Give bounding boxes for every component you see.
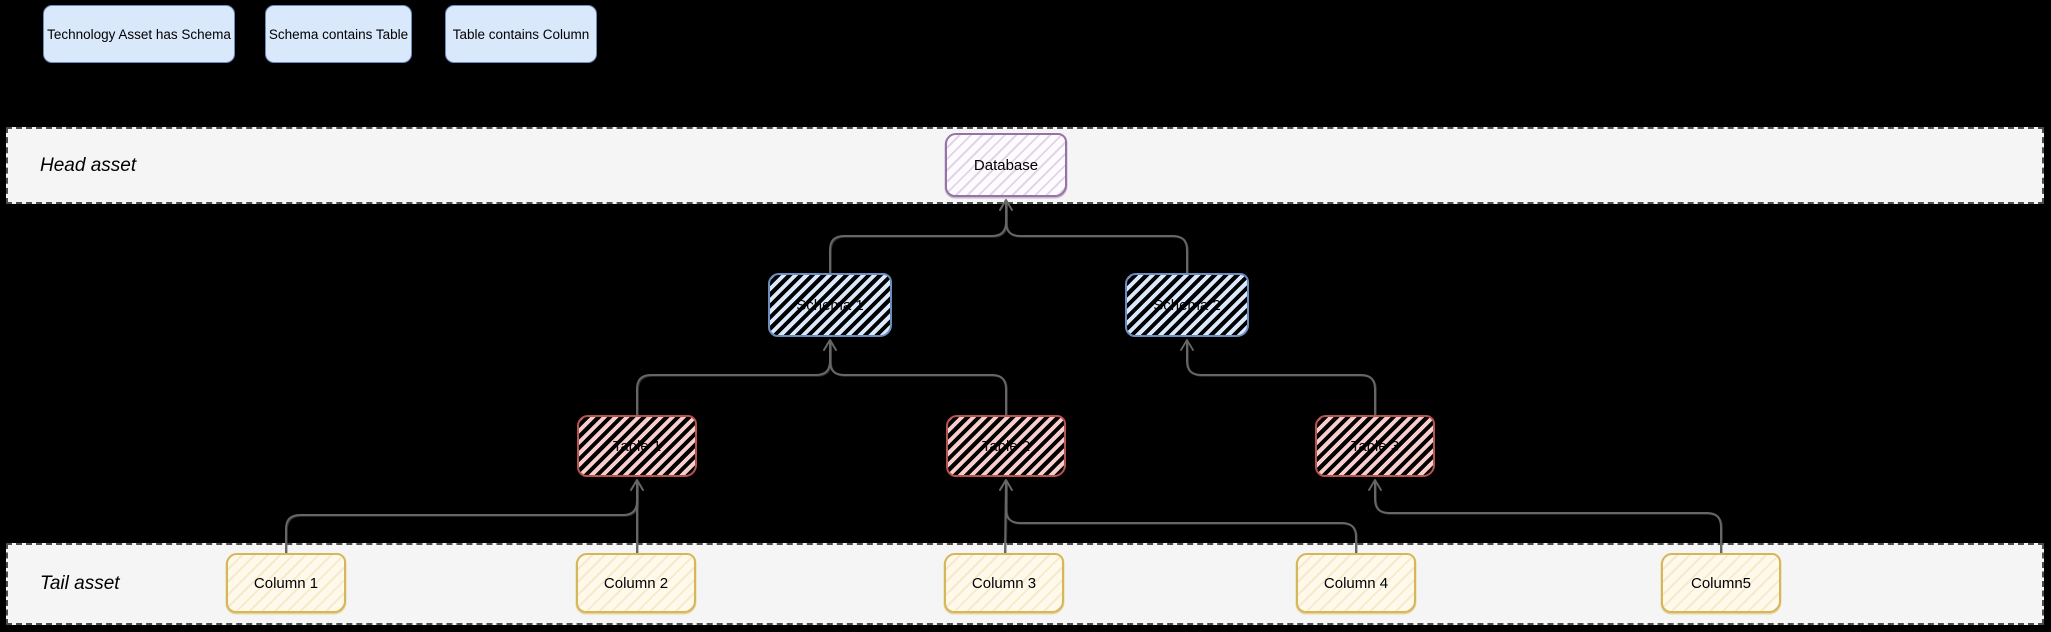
legend-table-contains-column[interactable]: Table contains Column <box>445 5 597 63</box>
legend-schema-contains-table[interactable]: Schema contains Table <box>265 5 412 63</box>
legend-label: Schema contains Table <box>268 26 409 42</box>
node-label: Schema 1 <box>796 296 864 314</box>
edge-schema2-to-database <box>999 199 1189 274</box>
edge-column2-to-table1 <box>630 479 644 554</box>
legend-technology-asset-has-schema[interactable]: Technology Asset has Schema <box>43 5 235 63</box>
node-label: Column5 <box>1690 574 1752 592</box>
node-column-3[interactable]: Column 3 <box>944 553 1064 613</box>
node-column-4[interactable]: Column 4 <box>1296 553 1416 613</box>
node-column-2[interactable]: Column 2 <box>576 553 696 613</box>
edge-schema1-to-database <box>829 199 1013 274</box>
node-label: Column 3 <box>971 574 1037 592</box>
node-table-3[interactable]: Table 3 <box>1315 415 1435 477</box>
node-schema-2[interactable]: Schema 2 <box>1125 273 1249 337</box>
edge-column1-to-table1 <box>285 479 644 554</box>
node-label: Table 1 <box>612 437 662 455</box>
node-schema-1[interactable]: Schema 1 <box>768 273 892 337</box>
node-label: Column 2 <box>603 574 669 592</box>
edge-column4-to-table2 <box>999 479 1358 554</box>
lane-head-label: Head asset <box>40 154 137 176</box>
legend-label: Technology Asset has Schema <box>47 26 231 42</box>
node-label: Column 4 <box>1323 574 1389 592</box>
edge-column5-to-table3 <box>1368 479 1723 554</box>
edge-table1-to-schema1 <box>636 339 837 416</box>
node-table-2[interactable]: Table 2 <box>946 415 1066 477</box>
edge-table2-to-schema1 <box>823 339 1008 416</box>
legend-label: Table contains Column <box>452 26 590 42</box>
node-label: Table 2 <box>981 437 1031 455</box>
node-label: Table 3 <box>1350 437 1400 455</box>
node-label: Column 1 <box>253 574 319 592</box>
node-label: Database <box>973 156 1039 174</box>
edge-table3-to-schema2 <box>1180 339 1377 416</box>
node-database[interactable]: Database <box>945 133 1067 197</box>
lane-tail-label: Tail asset <box>40 573 120 594</box>
node-table-1[interactable]: Table 1 <box>577 415 697 477</box>
node-column-1[interactable]: Column 1 <box>226 553 346 613</box>
node-label: Schema 2 <box>1153 296 1221 314</box>
node-column-5[interactable]: Column5 <box>1661 553 1781 613</box>
